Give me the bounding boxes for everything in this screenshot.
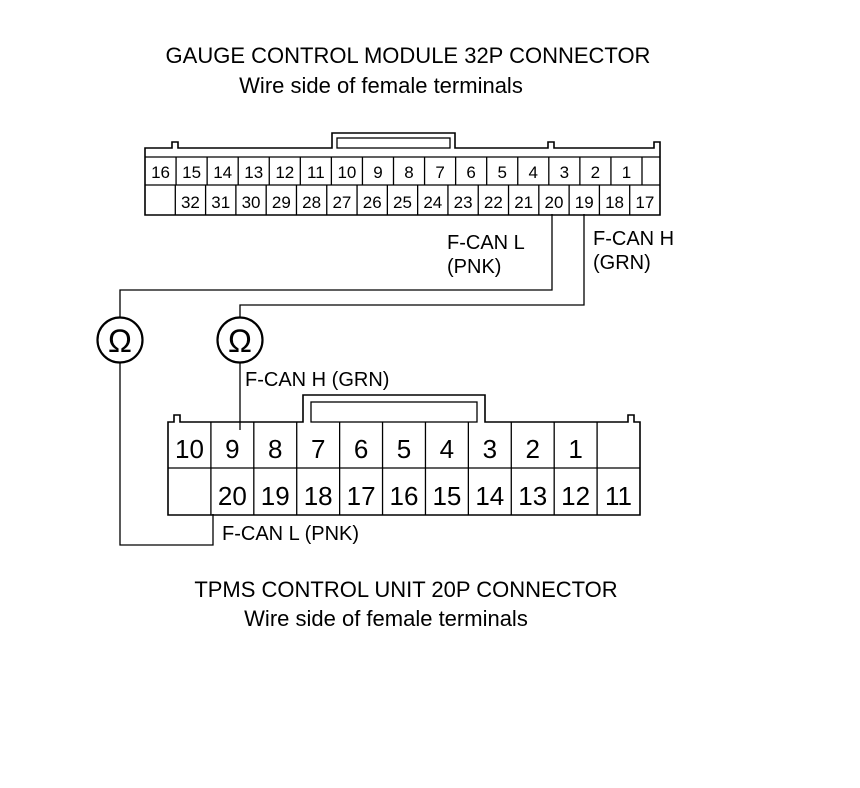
tpms-pin-17: 17 [347,481,376,511]
tpms-pin-8: 8 [268,434,282,464]
gauge-pin-2: 2 [591,163,600,182]
gauge-pin-26: 26 [363,193,382,212]
tpms-connector-subtitle: Wire side of female terminals [244,606,528,631]
gauge-pin-11: 11 [307,163,325,182]
gauge-pin-17: 17 [635,193,654,212]
tpms-fcan-l-label: F-CAN L (PNK) [222,523,359,545]
tpms-pin-19: 19 [261,481,290,511]
tpms-pin-13: 13 [518,481,547,511]
gauge-pin-30: 30 [242,193,261,212]
gauge-pin-21: 21 [514,193,533,212]
gauge-pin-9: 9 [373,163,382,182]
ohmmeter-left: Ω [96,316,144,364]
gauge-pin-31: 31 [211,193,230,212]
gauge-pin-4: 4 [529,163,538,182]
ohm-icon: Ω [108,323,132,359]
tpms-pin-11: 11 [605,481,632,511]
tpms-pin-20: 20 [218,481,247,511]
gauge-pin-22: 22 [484,193,503,212]
tpms-pin-9: 9 [225,434,239,464]
gauge-connector-title: GAUGE CONTROL MODULE 32P CONNECTOR [166,43,651,68]
gauge-fcan-h-color: (GRN) [593,252,651,274]
gauge-pin-1: 1 [622,163,631,182]
gauge-pin-5: 5 [497,163,506,182]
gauge-pin-15: 15 [182,163,201,182]
tpms-pin-10: 10 [175,434,204,464]
tpms-pin-5: 5 [397,434,411,464]
tpms-pin-12: 12 [561,481,590,511]
gauge-pin-12: 12 [275,163,294,182]
tpms-pin-7: 7 [311,434,325,464]
gauge-connector-subtitle: Wire side of female terminals [239,73,523,98]
gauge-pin-28: 28 [302,193,321,212]
gauge-connector-latch [336,137,451,149]
gauge-fcan-l-label: F-CAN L [447,232,525,254]
tpms-pin-3: 3 [483,434,497,464]
gauge-pin-19: 19 [575,193,594,212]
tpms-pin-16: 16 [390,481,419,511]
tpms-pin-1: 1 [568,434,582,464]
tpms-pin-6: 6 [354,434,368,464]
gauge-pin-27: 27 [332,193,351,212]
gauge-fcan-h-label: F-CAN H [593,228,674,250]
gauge-pin-3: 3 [560,163,569,182]
gauge-pin-32: 32 [181,193,200,212]
gauge-pin-6: 6 [466,163,475,182]
gauge-pin-23: 23 [454,193,473,212]
gauge-pin-16: 16 [151,163,170,182]
tpms-pin-4: 4 [440,434,454,464]
ohmmeter-right: Ω [216,316,264,364]
ohm-icon: Ω [228,323,252,359]
gauge-pin-24: 24 [423,193,442,212]
gauge-pin-10: 10 [337,163,356,182]
tpms-fcan-h-label: F-CAN H (GRN) [245,369,389,391]
tpms-connector-title: TPMS CONTROL UNIT 20P CONNECTOR [194,577,617,602]
gauge-pin-14: 14 [213,163,232,182]
wire-fcan-l-return [119,362,214,546]
tpms-pin-2: 2 [525,434,539,464]
gauge-fcan-l-color: (PNK) [447,256,501,278]
gauge-pin-13: 13 [244,163,263,182]
gauge-pin-20: 20 [545,193,564,212]
gauge-pin-29: 29 [272,193,291,212]
gauge-pin-8: 8 [404,163,413,182]
tpms-pin-15: 15 [432,481,461,511]
tpms-pin-18: 18 [304,481,333,511]
gauge-pin-7: 7 [435,163,444,182]
wire-fcan-h [239,214,585,317]
tpms-pin-14: 14 [475,481,504,511]
gauge-pin-18: 18 [605,193,624,212]
gauge-pin-25: 25 [393,193,412,212]
wire-fcan-l [119,214,553,317]
tpms-connector-latch [310,401,478,423]
